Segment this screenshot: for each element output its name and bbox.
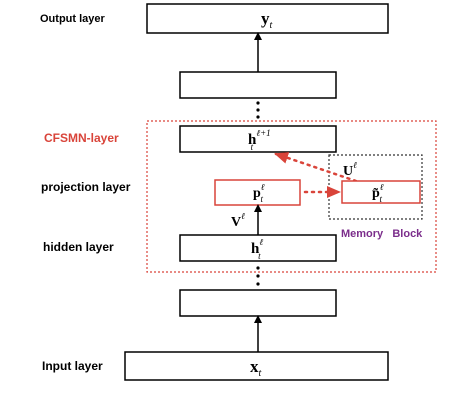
V-symbol: Vℓ xyxy=(231,211,245,230)
output-layer-label: Output layer xyxy=(40,13,106,25)
hidden-box xyxy=(179,234,337,262)
ellipsis-bottom xyxy=(256,266,260,286)
memory-box xyxy=(341,180,421,204)
memory-to-hnext-arrow xyxy=(274,152,358,183)
y-symbol: yt xyxy=(261,9,273,31)
projection-box xyxy=(214,179,301,206)
h-next-box xyxy=(179,125,337,153)
x-symbol: xt xyxy=(250,357,262,379)
memory-block-label: Memory Block xyxy=(341,228,423,240)
input-layer-label: Input layer xyxy=(42,359,103,373)
lower-hidden-box xyxy=(179,289,337,317)
cfsmn-layer-region xyxy=(146,120,437,273)
output-box xyxy=(146,3,389,34)
input-box xyxy=(124,351,389,381)
U-symbol: Uℓ xyxy=(343,160,357,179)
ellipsis-top xyxy=(256,101,260,119)
cfsmn-layer-label: CFSMN-layer xyxy=(44,131,119,145)
hidden-layer-label: hidden layer xyxy=(43,240,114,254)
upper-hidden-box xyxy=(179,71,337,99)
projection-layer-label: projection layer xyxy=(41,180,131,194)
